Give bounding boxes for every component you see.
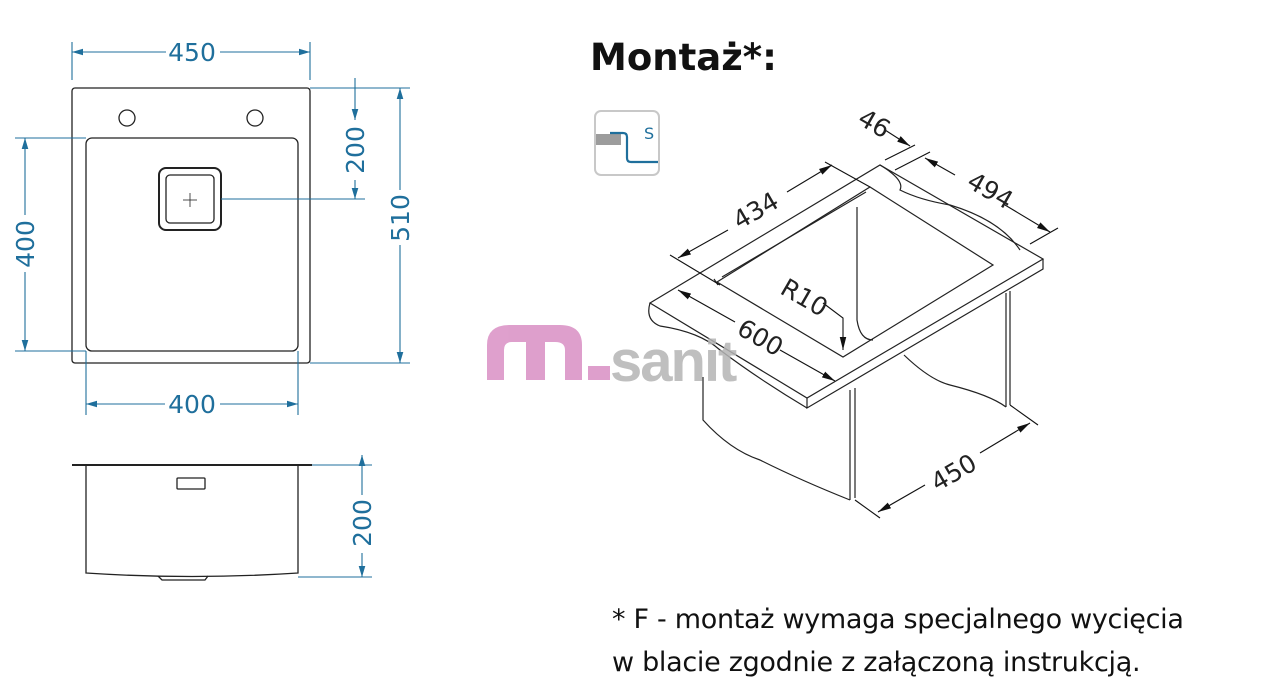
dim-bowl-height-400: 400 — [11, 220, 40, 268]
dim-height-510: 510 — [386, 194, 415, 242]
page-title: Montaż*: — [590, 36, 777, 79]
tap-hole-icon — [118, 109, 136, 127]
svg-text:sanit: sanit — [610, 329, 737, 394]
top-view-dimensions — [15, 42, 410, 415]
note-line-2: w blacie zgodnie z załączoną instrukcją. — [612, 647, 1141, 678]
dim-450: 450 — [926, 448, 982, 497]
watermark-logo: sanit — [487, 325, 739, 394]
dim-drain-200: 200 — [341, 126, 370, 174]
dim-depth-200: 200 — [348, 499, 377, 547]
isometric-view — [648, 164, 1045, 501]
dim-46: 46 — [853, 103, 895, 144]
icon-label-s: S — [644, 124, 654, 143]
tap-hole-icon — [246, 109, 264, 127]
side-view — [72, 464, 312, 581]
dim-bowl-width-400: 400 — [168, 390, 216, 419]
dim-width-450: 450 — [168, 38, 216, 67]
flush-mount-icon — [594, 110, 660, 176]
side-view-dimensions — [298, 455, 372, 578]
installation-note: * F - montaż wymaga specjalnego wycięcia… — [612, 598, 1184, 684]
isometric-dimensions — [669, 129, 1059, 519]
top-view — [71, 87, 311, 364]
note-line-1: * F - montaż wymaga specjalnego wycięcia — [612, 604, 1184, 635]
